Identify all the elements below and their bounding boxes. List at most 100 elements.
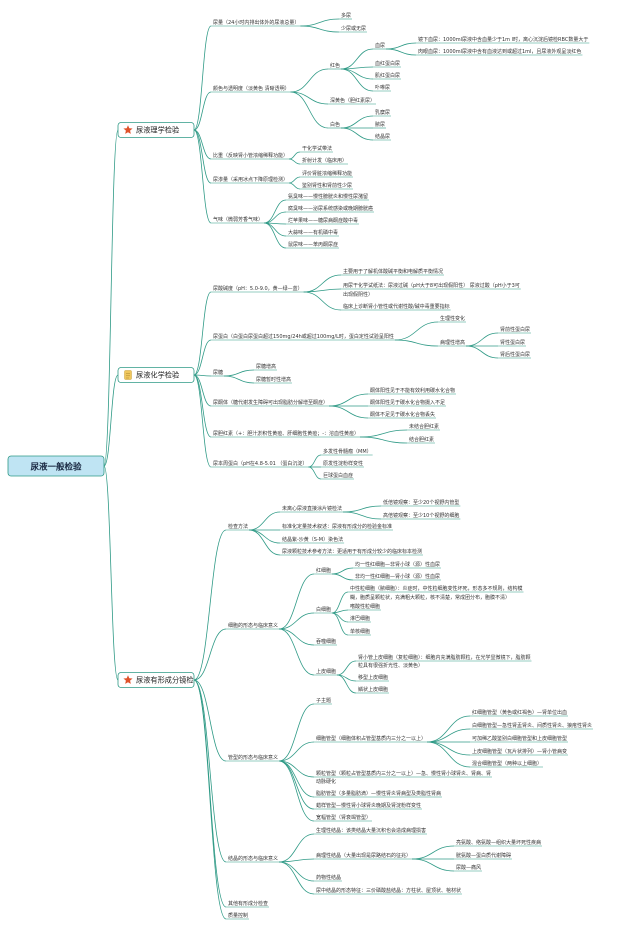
node-text[interactable]: 白细胞管型—急性肾盂肾炎、间质性肾炎、狼疮性肾炎 [472,722,592,729]
node-text[interactable]: 干化学试带法 [302,145,332,152]
node-text[interactable]: 红细胞管型（黄色或红褐色）—肾单位出血 [472,709,567,716]
node-text[interactable]: 酮体不足见于碳水化合物丢失 [370,411,435,418]
node-text[interactable]: 高倍镜观察：至少10个视野的细胞 [383,512,459,519]
node-text[interactable]: 结晶尿 [375,133,390,140]
node-text[interactable]: 尿糖暂时性增高 [256,376,291,383]
node-text[interactable]: 气味（微弱芳香气味） [213,216,263,223]
node-text[interactable]: 其他有形成分检查 [228,900,268,907]
node-text[interactable]: 混合细胞管型（两种以上细胞） [472,760,542,767]
branch-node[interactable]: 尿液理学检验 [117,122,195,138]
node-text[interactable]: 非均一性红细胞—肾小球（源）性血尿 [355,573,440,580]
node-text[interactable]: 淋巴细胞 [350,615,370,622]
node-text[interactable]: 均一性红细胞—非肾小球（源）性血尿 [355,561,440,568]
node-text[interactable]: 未结合胆红素 [409,423,439,430]
node-text[interactable]: 宽幅管型（肾衰竭管型） [316,814,371,821]
node-text[interactable]: 用尿干化学试纸法：尿液过碱（pH大于8可出现假阳性） 尿液过酸（pH小于3可 [343,282,520,289]
node-text[interactable]: 吞噬细胞 [316,638,336,645]
node-text[interactable]: 多发性骨髓瘤（MM） [323,448,372,455]
node-text[interactable]: 尿中结晶的形态特征：三价磷酸盐结晶：方柱状、屋顶状、棺材状 [316,887,461,894]
node-text[interactable]: 烂苹果味——糖尿病酮症酸中毒 [288,217,358,224]
node-text[interactable]: 颗粒管型（颗粒占管型基质内三分之一以上）—急、慢性肾小球肾炎、肾病、肾 [316,770,491,777]
node-text[interactable]: 尿量（24小时内排出体外的尿液总量） [213,19,299,26]
node-text[interactable]: 尿渗量（采用冰点下降原理检测） [213,176,288,183]
node-text[interactable]: 结晶的形态与临床意义 [228,855,278,862]
node-text[interactable]: 嗜酸性粒细胞 [350,603,380,610]
node-text[interactable]: 肾后性蛋白尿 [500,351,530,358]
node-text[interactable]: 生理性变化 [440,315,465,322]
node-text[interactable]: 巨球蛋白血症 [323,472,353,479]
node-text[interactable]: 动脉硬化 [316,778,336,785]
node-text[interactable]: 未离心尿液直接涂片镜检法 [282,505,342,512]
node-text[interactable]: 酮体阳性见于不能有效利用碳水化合物 [370,387,455,394]
node-text[interactable]: 标准化定量技术叙述：尿液有形成分的检验金标准 [282,523,392,530]
node-text[interactable]: 镜下血尿：1000ml尿液中含血量少于1m l时，离心沉淀后镜检RBC数量大于 [418,36,588,43]
node-text[interactable]: 评价肾脏浓缩稀释功能 [302,170,352,177]
node-text[interactable]: 子主题 [316,697,331,704]
node-text[interactable]: 单核细胞 [350,628,370,635]
node-text[interactable]: 鼠尿味——苯丙酮尿症 [288,241,338,248]
node-text[interactable]: 肾小管上皮细胞（复粒细胞）：细胞内充满脂肪颗粒，在光学显微镜下，脂肪颗 [358,654,531,661]
node-text[interactable]: 尿本周蛋白（pH在4.8-5.01 （蛋白沉淀） [213,460,307,467]
branch-node[interactable]: 尿液化学检验 [117,367,195,383]
node-text[interactable]: 病理性结晶（大量出现是尿路结石的征兆） [316,852,411,859]
node-text[interactable]: 上皮细胞 [316,668,336,675]
node-text[interactable]: 尿蛋白（白蛋白尿蛋白超过150mg/24h或超过100mg/L时，蛋白定性试验呈… [213,333,394,340]
node-text[interactable]: 红色 [330,62,340,69]
node-text[interactable]: 原发性淀粉样变性 [323,460,363,467]
node-text[interactable]: 鳞状上皮细胞 [358,686,388,693]
node-text[interactable]: 胱氨酸—蛋白质代谢障碍 [456,852,511,859]
node-text[interactable]: 临床上诊断肾小管性或代谢性酸/碱中毒重要指标 [343,303,450,310]
node-text[interactable]: 脓尿 [375,121,385,128]
node-text[interactable]: 尿糖增高 [256,363,276,370]
node-text[interactable]: 亮氨酸、络氨酸—组织大量坏死性疾病 [456,839,541,846]
node-text[interactable]: 粒具有很强折光性、淡黄色） [358,662,423,669]
node-text[interactable]: 糊，胞质呈颗粒状，充满粗大颗粒，核不清楚，常成团分布，胞膜不清） [350,594,510,601]
node-text[interactable]: 细胞的形态与临床意义 [228,622,278,629]
node-text[interactable]: 细胞管型（细胞体积占管型基质内三分之一以上） [316,735,426,742]
node-text[interactable]: 药物性结晶 [316,874,341,881]
node-text[interactable]: 颜色与透明度（淡黄色 清晰透明） [213,85,290,92]
node-text[interactable]: 肾前性蛋白尿 [500,326,530,333]
node-text[interactable]: 血尿 [375,42,385,49]
node-text[interactable]: 中性粒细胞（脓细胞）：炎症时，中性粒细胞变性坏死，形态多不规则，结构模 [350,585,523,592]
node-text[interactable]: 上皮细胞管型（瓦片状排列）—肾小管病变 [472,748,567,755]
node-text[interactable]: 尿酸碱度（pH：5.0-9.0，黄—绿—蓝） [213,285,303,292]
node-text[interactable]: 折射计发（临床用） [302,157,347,164]
node-text[interactable]: 病理性增高 [440,339,465,346]
node-text[interactable]: 蜡样管型—慢性肾小球肾炎晚期及肾淀粉样变性 [316,802,421,809]
node-text[interactable]: 质量控制 [228,912,248,919]
node-text[interactable]: 血红蛋白尿 [375,60,400,67]
node-text[interactable]: 检查方法 [228,523,248,530]
node-text[interactable]: 氨臭味——慢性膀胱炎和慢性尿潴留 [288,193,368,200]
node-text[interactable]: 尿胆红素（+：胆汁淤积性黄疸、肝细胞性黄疸；-：溶血性黄疸） [213,430,359,437]
node-text[interactable]: 低倍镜观察：至少20个视野内管型 [383,499,459,506]
node-text[interactable]: 结晶紫-沙黄（S-M）染色法 [282,536,343,543]
node-text[interactable]: 尿糖 [213,369,223,376]
node-text[interactable]: 管型的形态与临床意义 [228,754,278,761]
node-text[interactable]: 乳糜尿 [375,109,390,116]
node-text[interactable]: 大蒜味——有机磷中毒 [288,229,338,236]
node-text[interactable]: 肉眼血尿：1000ml尿液中含有血液达到或超过1ml，且尿液外观呈淡红色 [418,48,581,55]
node-text[interactable]: 脂肪管型（多量脂肪滴）—慢性肾炎肾病型及类脂性肾病 [316,790,441,797]
node-text[interactable]: 肾性蛋白尿 [500,339,525,346]
node-text[interactable]: 卟啉尿 [375,84,390,91]
node-text[interactable]: 结合胆红素 [409,436,434,443]
node-text[interactable]: 腐臭味——泌尿系统感染或晚期膀胱癌 [288,205,373,212]
root-node[interactable]: 尿液一般检验 [7,455,105,477]
node-text[interactable]: 可加稀乙酸鉴别白细胞管型和上皮细胞管型 [472,735,567,742]
node-text[interactable]: 比重（反映肾小管浓缩稀释功能） [213,152,288,159]
node-text[interactable]: 少尿或无尿 [341,25,366,32]
node-text[interactable]: 移型上皮细胞 [358,674,388,681]
node-text[interactable]: 主要用于了解机体酸碱平衡和电解质平衡情况 [343,268,443,275]
node-text[interactable]: 酮体阳性见于碳水化合物摄入不足 [370,399,445,406]
node-text[interactable]: 白细胞 [316,606,331,613]
node-text[interactable]: 生理性结晶：该类结晶大量沉积也会造成病理损害 [316,827,426,834]
node-text[interactable]: 红细胞 [316,567,331,574]
node-text[interactable]: 深黄色（胆红素尿） [330,97,375,104]
node-text[interactable]: 鉴别肾性和肾前性少尿 [302,182,352,189]
node-text[interactable]: 出现假阴性） [343,291,373,298]
node-text[interactable]: 肌红蛋白尿 [375,72,400,79]
branch-node[interactable]: 尿液有形成分镜检 [117,672,195,688]
node-text[interactable]: 尿酮体（糖代谢发生障碍可出现脂肪分解增至酮症） [213,399,328,406]
node-text[interactable]: 多尿 [341,12,351,19]
